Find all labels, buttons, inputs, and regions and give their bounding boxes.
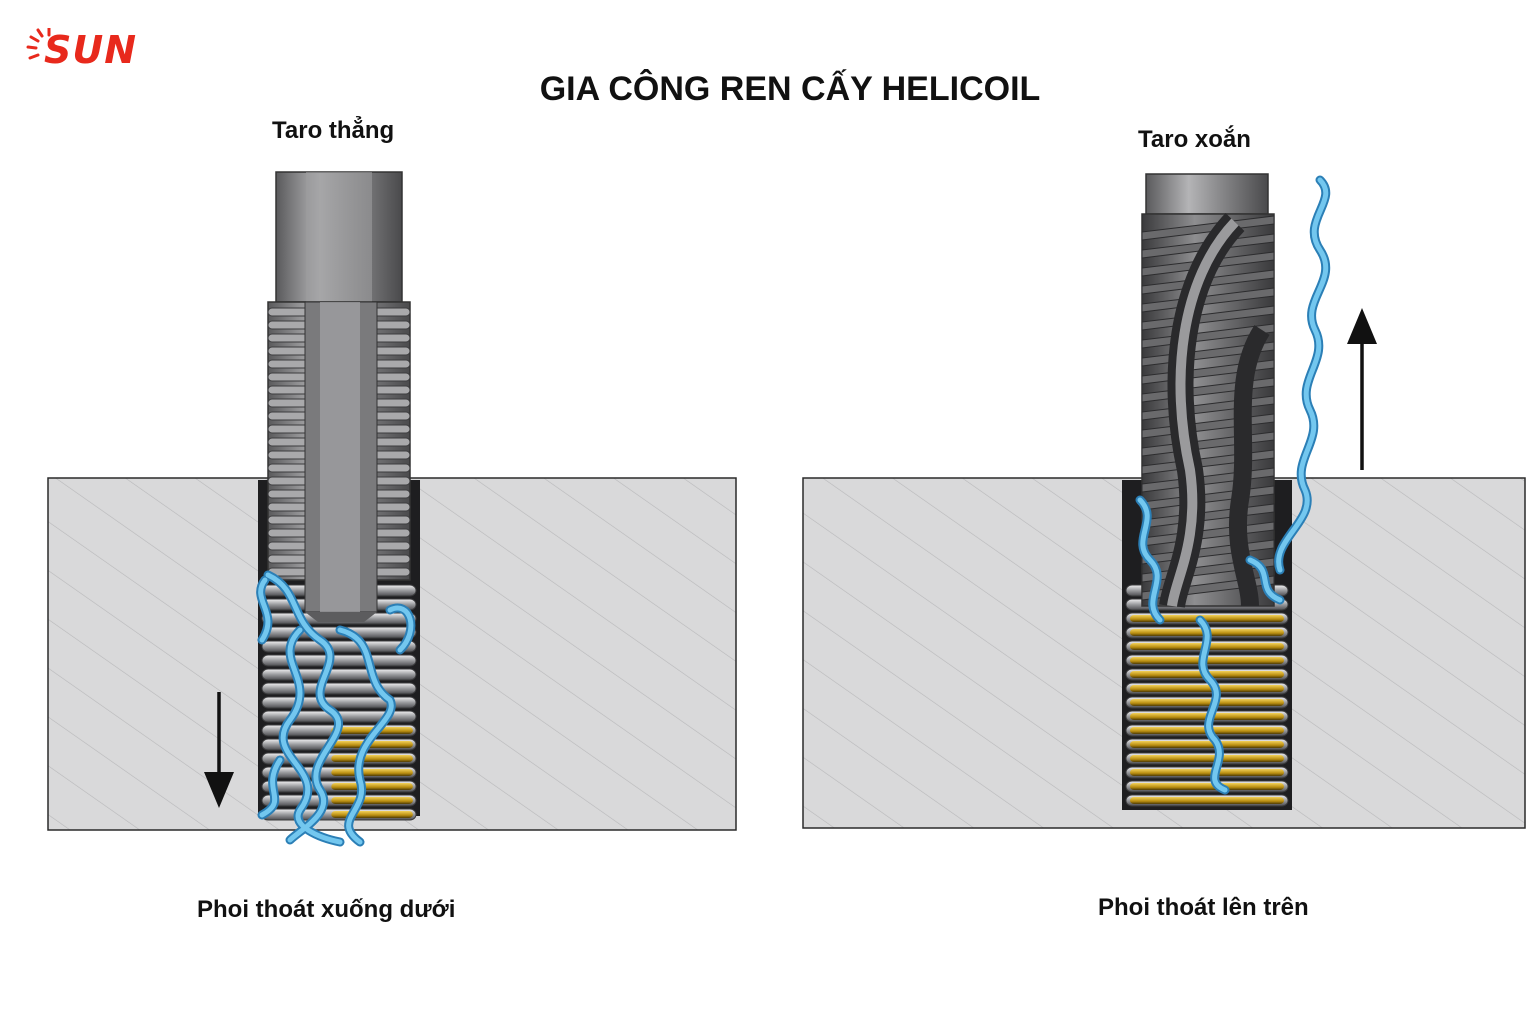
coil-insert-highlight [331, 797, 413, 804]
right-panel [802, 173, 1526, 829]
straight-tap-label: Taro thẳng [272, 117, 395, 144]
coil-insert-highlight [331, 741, 413, 748]
sun-burst-icon [26, 26, 51, 60]
coil-turn [261, 682, 417, 695]
coil-insert-highlight [1130, 797, 1284, 804]
coil-insert-highlight [1130, 699, 1284, 706]
coil-insert-highlight [1130, 783, 1284, 790]
down-arrow-icon [204, 692, 234, 808]
coil-turn [261, 640, 417, 653]
coil-insert-highlight [1130, 615, 1284, 622]
chip-up-caption: Phoi thoát lên trên [1098, 894, 1309, 921]
chips-up-fill [1137, 177, 1329, 793]
coil-turn [261, 668, 417, 681]
coil-insert-highlight [1130, 741, 1284, 748]
coil-insert-highlight [1130, 685, 1284, 692]
sun-logo [26, 26, 150, 76]
straight-tap [267, 171, 411, 622]
spiral-tap-label: Taro xoắn [1138, 126, 1251, 153]
chip-down-caption: Phoi thoát xuống dưới [197, 896, 456, 923]
tap-thread [1141, 287, 1275, 313]
diagram-title: GIA CÔNG REN CẤY HELICOIL [539, 70, 1041, 108]
coil-insert-highlight [1130, 769, 1284, 776]
left-panel [47, 171, 737, 847]
up-arrow-icon [1347, 308, 1377, 470]
spiral-tap [1141, 173, 1275, 609]
coil-insert-highlight [1130, 755, 1284, 762]
coil-insert-highlight [331, 811, 413, 818]
coil-insert-highlight [331, 755, 413, 762]
coil-insert-highlight [331, 769, 413, 776]
logo-text: SUN [44, 28, 138, 72]
chips-down-fill [258, 572, 414, 845]
coil-insert-highlight [331, 783, 413, 790]
coil-turn [261, 654, 417, 667]
